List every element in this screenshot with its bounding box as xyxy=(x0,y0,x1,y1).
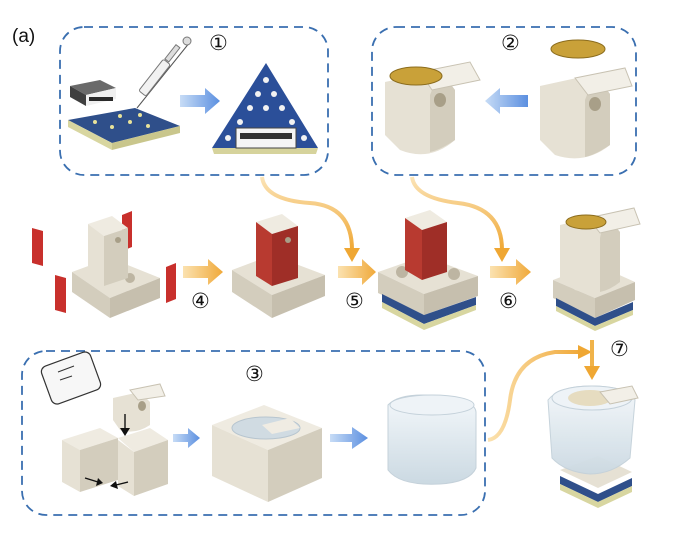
assembled-sensor-illustration xyxy=(553,207,641,331)
pcb-with-holes-illustration xyxy=(212,63,318,154)
assembly-arrow-5 xyxy=(338,259,376,285)
final-encapsulated-sensor-illustration xyxy=(547,385,639,508)
process-arrow-1 xyxy=(180,88,220,114)
feed-arrow-from-step-1 xyxy=(260,176,354,251)
cap-illustration xyxy=(540,67,633,159)
step-5-label: ⑤ xyxy=(345,289,364,313)
gold-disc-illustration xyxy=(550,39,606,59)
assembly-arrow-4 xyxy=(183,259,223,285)
feed-arrow-head-2 xyxy=(494,248,510,262)
group-box-step-1 xyxy=(59,26,329,176)
group-box-step-2 xyxy=(371,26,637,176)
feed-arrow-head-7b xyxy=(584,366,600,380)
process-arrow-3a xyxy=(173,428,200,448)
feed-arrow-from-step-2 xyxy=(410,176,504,251)
feed-arrow-to-step-7 xyxy=(487,350,580,442)
syringe-illustration xyxy=(136,36,192,109)
mold-parts-illustration xyxy=(62,414,168,496)
step-7-label: ⑦ xyxy=(610,337,629,361)
assembly-arrow-6 xyxy=(490,259,531,285)
cured-gel-block-illustration xyxy=(387,394,477,485)
process-arrow-2 xyxy=(485,88,528,114)
step-2-label: ② xyxy=(501,31,520,55)
process-arrow-3b xyxy=(330,427,368,449)
panel-label: (a) xyxy=(12,26,36,47)
connector-illustration xyxy=(70,80,116,106)
assembled-base-on-pcb-illustration xyxy=(378,210,478,330)
feed-arrow-head-1 xyxy=(344,248,360,262)
beaker-illustration xyxy=(40,351,102,405)
cap-with-disc-illustration xyxy=(385,61,481,155)
base-with-electrodes-illustration xyxy=(232,214,325,318)
pcb-board-illustration xyxy=(68,108,180,150)
step-4-label: ④ xyxy=(191,289,210,313)
step-1-label: ① xyxy=(209,31,228,55)
triangular-base-with-post-illustration xyxy=(72,216,160,318)
step-3-label: ③ xyxy=(245,362,264,386)
mold-with-gel-illustration xyxy=(212,405,322,502)
cap-on-mold-illustration xyxy=(113,383,166,432)
feed-arrow-head-7a xyxy=(578,345,592,359)
step-6-label: ⑥ xyxy=(499,289,518,313)
group-box-step-3 xyxy=(21,350,486,516)
